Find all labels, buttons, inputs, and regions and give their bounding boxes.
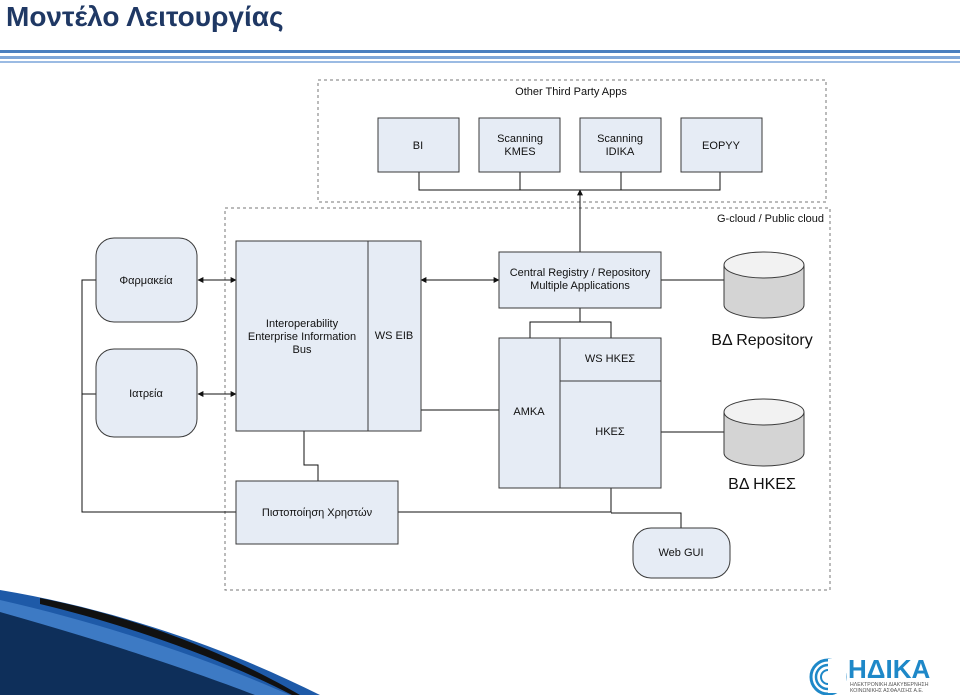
logo-tagline-2: ΚΟΙΝΩΝΙΚΗΣ ΑΣΦΑΛΙΣΗΣ Α.Ε. [850,688,923,694]
logo-tagline-1: ΗΛΕΚΤΡΟΝΙΚΗ ΔΙΑΚΥΒΕΡΝΗΣΗ [850,682,929,688]
slide-title: Μοντέλο Λειτουργίας [6,1,284,32]
clinics-label: Ιατρεία [129,388,163,400]
logo-name: ΗΔΙΚΑ [848,655,930,684]
bus-label-1: Interoperability [266,318,339,330]
user-auth-box [235,480,399,545]
scanning-idika-label-1: Scanning [597,133,643,145]
scanning-idika-box [579,117,662,173]
scanning-kmes-label-1: Scanning [497,133,543,145]
bi-box [377,117,460,173]
scanning-kmes-label-2: KMES [504,146,535,158]
interoperability-bus-box [235,240,369,432]
registry-label-2: Multiple Applications [530,280,630,292]
repository-db-icon [723,251,805,319]
ws-hkes-box [559,337,662,382]
pharmacies-box [95,237,198,323]
registry-label-1: Central Registry / Repository [510,267,651,279]
central-registry-box [498,251,662,309]
ws-hkes-label: WS ΗΚΕΣ [585,353,635,365]
hkes-label: ΗΚΕΣ [595,426,625,438]
decorative-swoosh [0,590,320,695]
eopyy-label: EOPYY [702,140,741,152]
third-party-apps: BI Scanning KMES Scanning IDIKA EOPYY [377,117,763,173]
hkes-db-label: ΒΔ ΗΚΕΣ [728,476,796,493]
hkes-box [559,380,662,489]
bi-label: BI [413,140,423,152]
amka-box [498,337,561,489]
third-party-region-label: Other Third Party Apps [515,86,627,98]
company-logo: ΗΔΙΚΑ ΗΛΕΚΤΡΟΝΙΚΗ ΔΙΑΚΥΒΕΡΝΗΣΗ ΚΟΙΝΩΝΙΚΗ… [809,655,930,695]
repository-db-label: ΒΔ Repository [711,332,812,349]
web-gui-label: Web GUI [658,547,703,559]
ws-eib-label: WS EIB [375,330,414,342]
hkes-db-icon [723,398,805,467]
cloud-region [224,207,831,591]
eopyy-box [680,117,763,173]
connectors [81,172,724,528]
bus-label-2: Enterprise Information [248,331,356,343]
bus-label-3: Bus [293,344,312,356]
web-gui-box [632,527,731,579]
third-party-region [317,79,827,203]
ws-eib-box [367,240,422,432]
title-divider [0,50,960,63]
cloud-region-label: G-cloud / Public cloud [717,213,824,225]
amka-label: AMKA [513,406,545,418]
pharmacies-label: Φαρμακεία [119,275,173,287]
clinics-box [95,348,198,438]
user-auth-label: Πιστοποίηση Χρηστών [262,507,373,519]
scanning-idika-label-2: IDIKA [606,146,635,158]
scanning-kmes-box [478,117,561,173]
logo-swirl-icon [809,658,847,695]
